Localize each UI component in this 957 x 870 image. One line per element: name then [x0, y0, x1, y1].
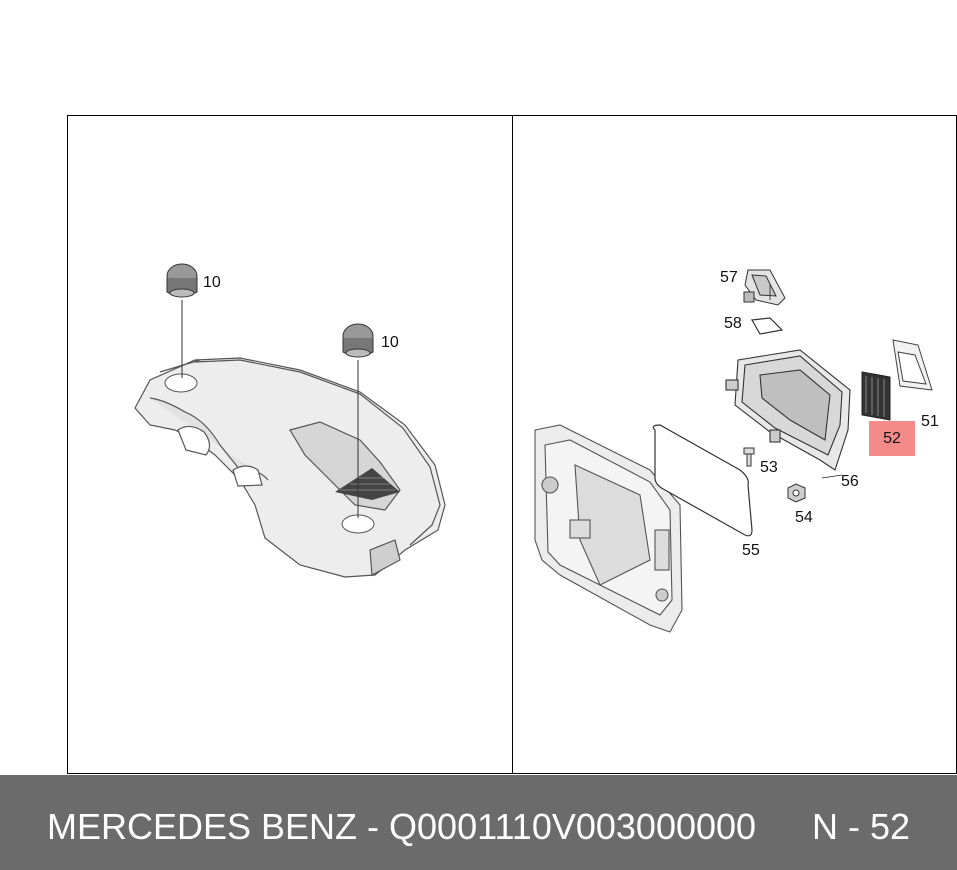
callout-10-upper: 10: [203, 274, 221, 291]
part-number-title: MERCEDES BENZ - Q0001110V003000000: [47, 806, 757, 847]
clip-10-lower: [342, 323, 374, 518]
filter-element-52: [861, 371, 891, 421]
filter-housing-56: [725, 349, 851, 471]
callout-54: 54: [795, 509, 813, 526]
callout-10-lower: 10: [381, 334, 399, 351]
mount-hole-upper: [164, 373, 198, 393]
callout-53: 53: [760, 459, 778, 476]
gasket-55: [652, 424, 753, 537]
callout-58: 58: [724, 315, 742, 332]
callout-52: 52: [869, 421, 915, 456]
callout-56: 56: [841, 473, 859, 490]
callout-57: 57: [720, 269, 738, 286]
diagram-drawing: [67, 115, 957, 774]
callout-51: 51: [921, 413, 939, 430]
footer-bar: MERCEDES BENZ - Q0001110V003000000 N - 5…: [0, 775, 957, 870]
filter-lid-51: [892, 339, 933, 391]
screw-53: [743, 447, 755, 467]
nut-54: [787, 483, 806, 503]
parts-diagram: 10 10 57 58 52 51 53 56 54 55: [67, 115, 957, 774]
seal-58: [751, 317, 784, 335]
vent-bracket-57: [743, 269, 786, 306]
clip-10-upper: [166, 263, 198, 378]
diagram-reference: N - 52: [812, 806, 911, 847]
grille-hatch: [340, 477, 395, 491]
cover-panel-55: [534, 424, 683, 633]
callout-55: 55: [742, 542, 760, 559]
leader-lines: [769, 285, 843, 479]
